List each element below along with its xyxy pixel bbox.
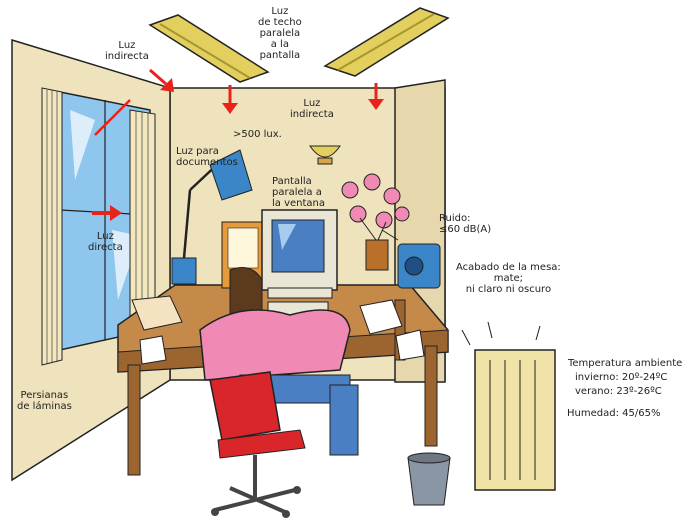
monitor-icon (262, 210, 337, 298)
label-direct-light-line2: directa (88, 242, 123, 253)
label-direct-light: Luz directa (88, 231, 123, 253)
label-direct-light-line1: Luz (88, 231, 123, 242)
label-indirect-left-line2: indirecta (105, 51, 149, 62)
label-screen-parallel-line2: paralela a (272, 187, 325, 198)
label-screen-parallel: Pantalla paralela a la ventana (272, 176, 325, 209)
label-blinds-line2: de láminas (17, 401, 72, 412)
label-screen-parallel-line3: la ventana (272, 198, 325, 209)
label-document-light-line1: Luz para (176, 146, 238, 157)
label-temperature-winter: invierno: 20º-24ºC (575, 372, 667, 383)
radiator-icon (462, 322, 555, 490)
label-temperature-title: Temperatura ambiente (568, 358, 682, 369)
label-ceiling-light-line1: Luz (258, 6, 302, 17)
label-temperature-summer: verano: 23º-26ºC (575, 386, 662, 397)
label-ceiling-light: Luz de techo paralela a la pantalla (258, 6, 302, 61)
wastebasket-icon (408, 453, 450, 505)
label-noise-line1: Ruido: (439, 213, 491, 224)
label-screen-parallel-line1: Pantalla (272, 176, 325, 187)
label-indirect-light-right: Luz indirecta (290, 98, 334, 120)
label-indirect-left-line1: Luz (105, 40, 149, 51)
label-humidity: Humedad: 45/65% (567, 408, 660, 419)
label-ceiling-light-line4: a la (258, 39, 302, 50)
label-ceiling-light-line3: paralela (258, 28, 302, 39)
label-blinds: Persianas de láminas (17, 390, 72, 412)
label-indirect-light-left: Luz indirecta (105, 40, 149, 62)
label-ceiling-light-line5: pantalla (258, 50, 302, 61)
label-indirect-right-line1: Luz (290, 98, 334, 109)
label-noise: Ruido: ≤60 dB(A) (439, 213, 491, 235)
label-document-light-line2: documentos (176, 157, 238, 168)
label-desk-finish: Acabado de la mesa: mate; ni claro ni os… (456, 262, 561, 295)
label-blinds-line1: Persianas (17, 390, 72, 401)
label-desk-finish-line2: mate; (456, 273, 561, 284)
label-indirect-right-line2: indirecta (290, 109, 334, 120)
label-desk-finish-line3: ni claro ni oscuro (456, 284, 561, 295)
label-ceiling-light-line2: de techo (258, 17, 302, 28)
label-desk-finish-line1: Acabado de la mesa: (456, 262, 561, 273)
label-document-light: Luz para documentos (176, 146, 238, 168)
label-lux: >500 lux. (233, 129, 282, 140)
label-noise-line2: ≤60 dB(A) (439, 224, 491, 235)
